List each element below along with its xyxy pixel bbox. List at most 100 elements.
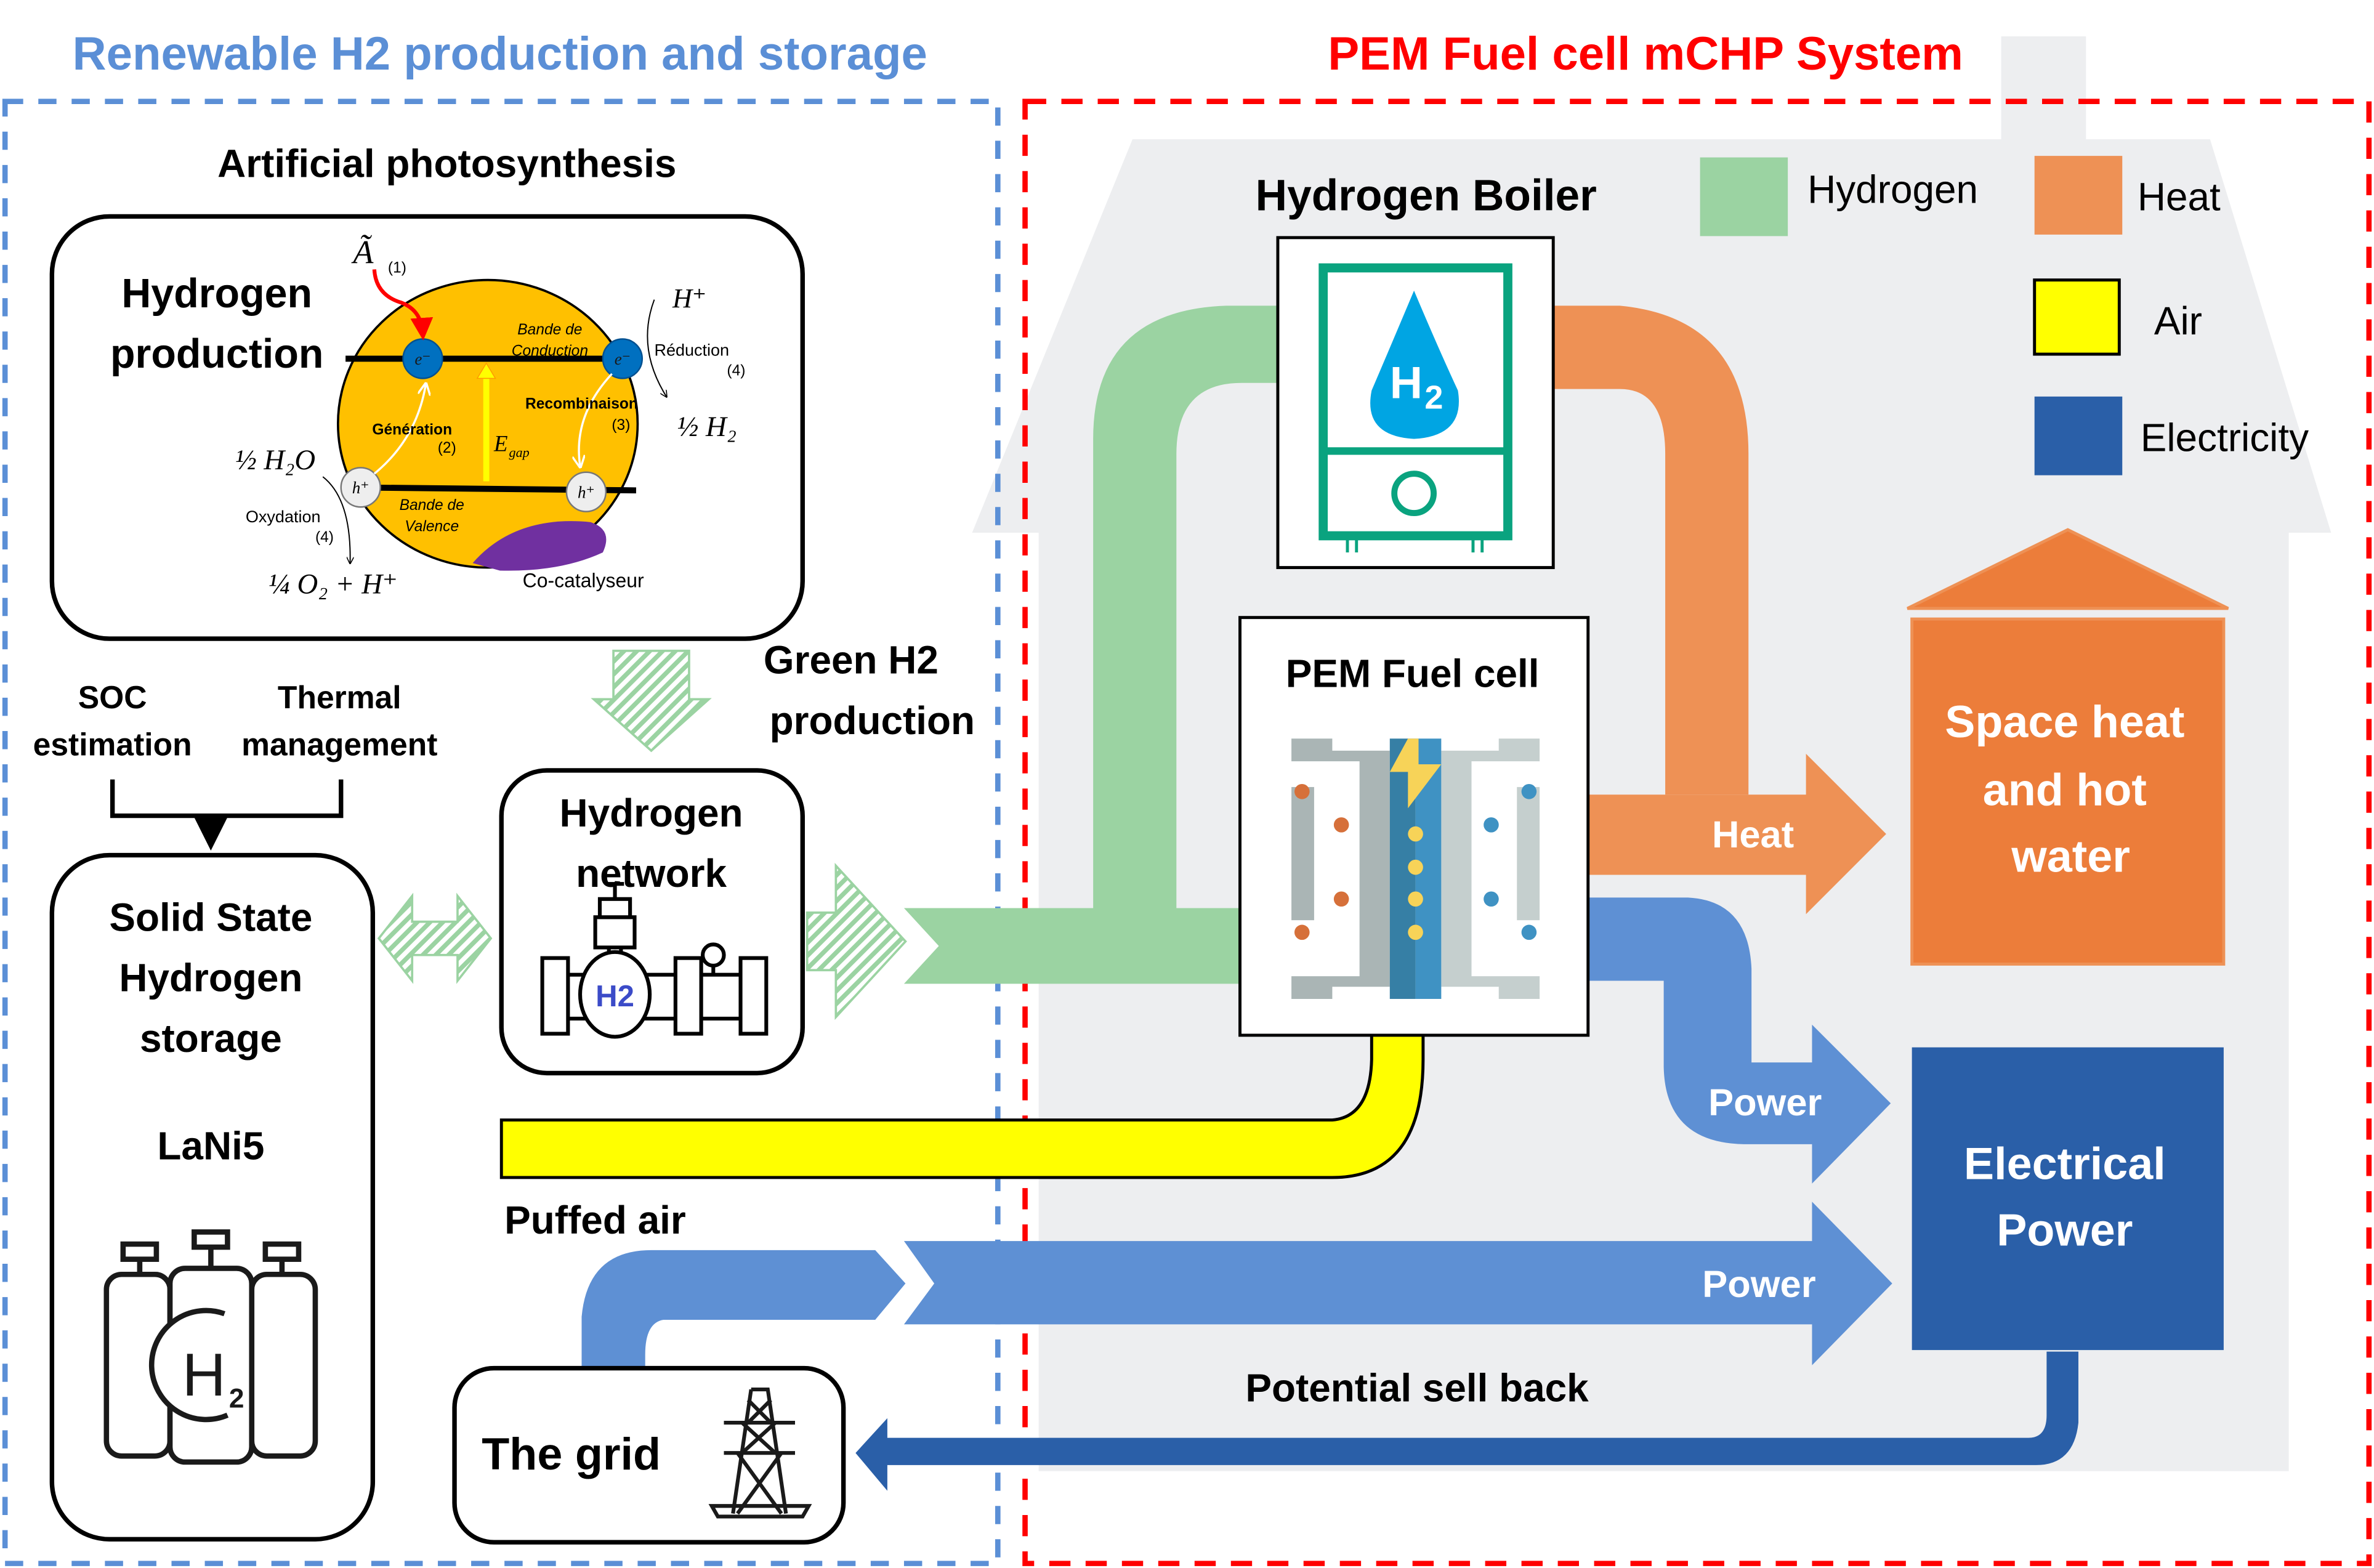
storage-title-3: storage (140, 1016, 282, 1061)
electrical-power-box[interactable] (1912, 1047, 2224, 1351)
management-connector (110, 779, 344, 842)
valence-band-label-2: Valence (405, 519, 459, 535)
photon-index: (1) (388, 259, 406, 276)
reduction-label: Réduction (654, 341, 729, 360)
egap-sub: gap (509, 445, 530, 460)
legend-label-heat: Heat (2138, 175, 2221, 219)
hydrogen-production-title-1: Hydrogen (121, 271, 312, 317)
network-out-arrow (805, 862, 907, 1020)
heat-output-arrow (1588, 753, 1886, 915)
oxidation-label: Oxydation (246, 507, 321, 526)
space-heat-label-3: water (2011, 831, 2130, 882)
conduction-band-label-1: Bande de (517, 321, 582, 338)
electron-left-label: e⁻ (414, 350, 430, 368)
fuel-cell-icon (1291, 738, 1540, 999)
storage-h2-icon-label: H (182, 1341, 226, 1408)
boiler-icon-label: H (1390, 357, 1423, 408)
electrical-power-label-1: Electrical (1964, 1138, 2166, 1189)
left-section-border (2, 99, 1001, 1566)
thermal-label-2: management (241, 726, 437, 762)
hole-right (565, 471, 607, 512)
valence-band-label-1: Bande de (400, 497, 464, 514)
egap-label: E (493, 430, 508, 456)
h-plus-label: H⁺ (672, 283, 706, 313)
hydrogen-production-title-2: production (110, 331, 323, 377)
green-h2-label-2: production (770, 698, 975, 743)
heat-boiler-pipe (1553, 305, 1749, 795)
soc-label-1: SOC (78, 679, 147, 715)
half-h2-label: ½ H₂ (677, 411, 737, 443)
grid-power-pipe (581, 1250, 906, 1370)
soc-label-2: estimation (33, 726, 192, 762)
hydrogen-cylinders-icon (103, 1229, 318, 1465)
network-title-1: Hydrogen (559, 791, 743, 835)
valve-icon-label: H2 (596, 980, 634, 1013)
electrical-power-label-2: Power (1997, 1205, 2133, 1256)
network-title-2: network (576, 851, 727, 895)
sell-back-arrow (855, 1351, 2078, 1491)
hole-left (340, 467, 381, 508)
sell-back-label: Potential sell back (1245, 1366, 1589, 1410)
legend: Hydrogen Heat Air Electricity (1700, 156, 2309, 475)
boiler-title: Hydrogen Boiler (1256, 171, 1597, 220)
legend-swatch-hydrogen (1700, 157, 1788, 236)
space-heat-label-2: and hot (1983, 764, 2147, 815)
transmission-tower-icon (708, 1387, 812, 1519)
grid-power-arrow (903, 1202, 1892, 1365)
valve-icon (540, 882, 769, 1039)
legend-swatch-electricity (2034, 396, 2123, 475)
cocatalyst-label: Co-catalyseur (523, 570, 644, 592)
power-fc-arrow (1588, 897, 1891, 1184)
recombination-label: Recombinaison (525, 396, 638, 413)
fuel-cell-title: PEM Fuel cell (1286, 652, 1540, 696)
reduction-index: (4) (727, 362, 745, 379)
legend-label-air: Air (2154, 299, 2202, 343)
legend-label-electricity: Electricity (2141, 415, 2309, 459)
right-section-title: PEM Fuel cell mCHP System (1328, 28, 1963, 80)
legend-swatch-air (2033, 278, 2121, 356)
photon-symbol: Ã (351, 234, 374, 271)
recombination-index: (3) (612, 417, 630, 434)
puffed-air-label: Puffed air (504, 1198, 686, 1242)
generation-label: Génération (372, 421, 452, 438)
space-heat-label-1: Space heat (1945, 696, 2184, 747)
electron-right (602, 338, 644, 379)
legend-label-hydrogen: Hydrogen (1807, 167, 1978, 211)
half-h2o-label: ½ H₂O (235, 444, 315, 476)
green-h2-down-arrow (591, 649, 712, 753)
boiler-icon (1318, 263, 1512, 552)
hydrogen-network-box[interactable] (499, 768, 805, 1076)
thermal-label-1: Thermal (278, 679, 402, 715)
storage-title-2: Hydrogen (119, 956, 302, 1000)
heat-flow-label: Heat (1712, 814, 1794, 856)
hole-left-label: h⁺ (352, 479, 369, 497)
quarter-o2-label: ¼ O₂ + H⁺ (268, 568, 398, 600)
photocatalyst-particle (322, 269, 666, 571)
boiler-icon-sub: 2 (1424, 379, 1443, 416)
space-heat-roof (1907, 528, 2229, 610)
electron-right-label: e⁻ (615, 350, 631, 368)
hydrogen-boiler-pipe (1093, 305, 1280, 908)
hole-right-label: h⁺ (578, 483, 595, 502)
legend-swatch-heat (2034, 156, 2123, 235)
right-section-border (1022, 99, 2372, 1566)
conduction-band-label-2: Conduction (512, 343, 588, 360)
storage-box[interactable] (49, 852, 376, 1542)
air-pipe (499, 1032, 1425, 1179)
storage-h2-icon-sub: 2 (229, 1384, 244, 1414)
hydrogen-main-pipe (903, 908, 1242, 984)
photosynthesis-heading: Artificial photosynthesis (217, 142, 676, 186)
grid-label: The grid (482, 1428, 661, 1479)
space-heat-box[interactable] (1910, 617, 2226, 966)
storage-title-1: Solid State (109, 895, 312, 939)
storage-network-double-arrow (377, 892, 493, 984)
cocatalyst-shape (472, 521, 607, 571)
power-fc-label: Power (1708, 1081, 1822, 1124)
left-section-title: Renewable H2 production and storage (73, 28, 927, 80)
green-h2-label-1: Green H2 (764, 638, 939, 682)
power-grid-label: Power (1702, 1263, 1815, 1306)
oxidation-index: (4) (315, 529, 334, 546)
generation-index: (2) (438, 440, 456, 456)
